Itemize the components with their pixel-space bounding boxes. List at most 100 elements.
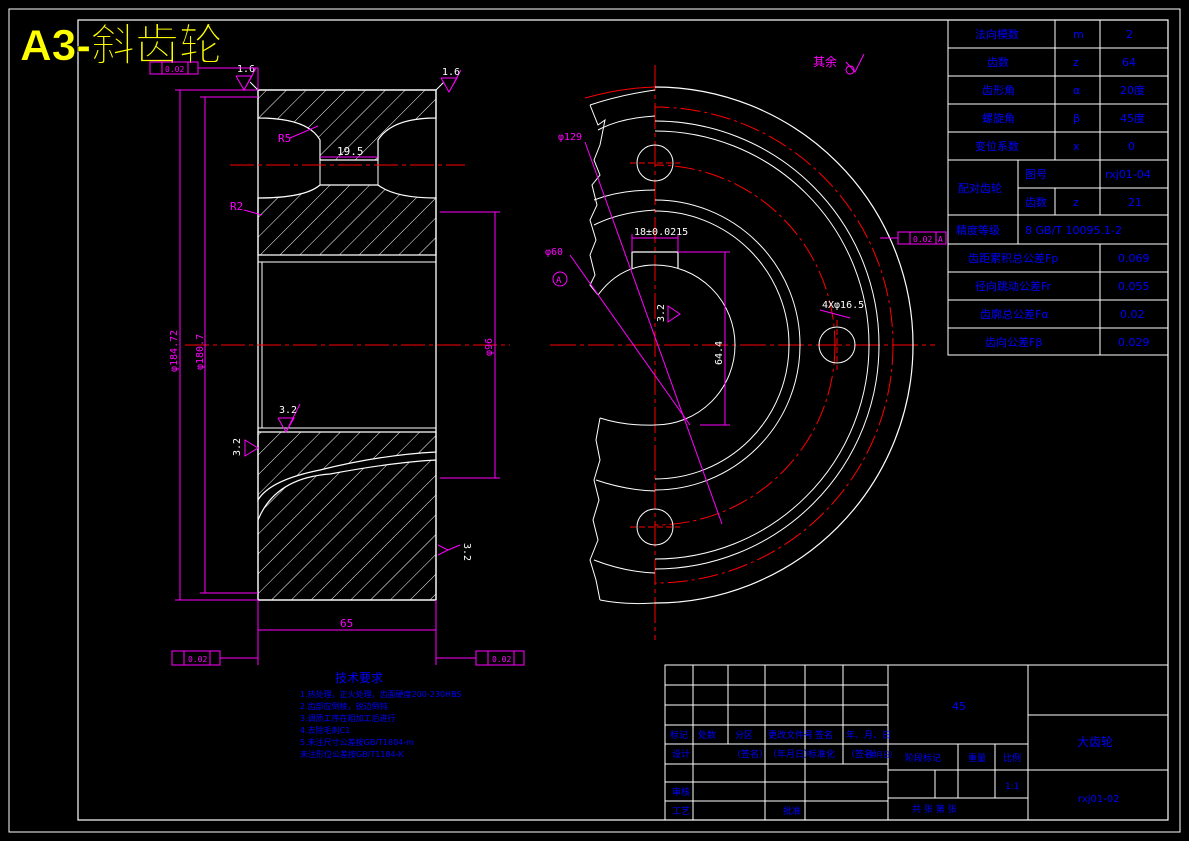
leader-r5: [289, 125, 319, 139]
tb-design: 设计: [672, 748, 690, 760]
tech-note-line: 1.热处理，正火处理，齿面硬度200-230HBS: [300, 689, 462, 699]
gear-parameter-table: [947, 19, 1169, 356]
title-block: [664, 664, 1169, 821]
hatch-bottom: [257, 459, 437, 601]
roughness-6: 3.2: [656, 304, 667, 322]
dim-holes: 4Xφ16.5: [822, 300, 864, 311]
tech-notes-title: 技术要求: [335, 671, 383, 685]
mating-drawing-label: 图号: [1025, 168, 1047, 181]
datum-a: A: [556, 276, 562, 286]
hole-right: [818, 326, 856, 364]
row-label: 螺旋角: [982, 111, 1015, 125]
fcf-right: [880, 231, 947, 245]
rim-left: [249, 81, 259, 91]
roughness-6-icon: [667, 305, 681, 323]
page-title: A3-斜齿轮: [20, 21, 223, 70]
tech-note-line: 4.去除毛刺C1: [300, 725, 350, 735]
outer-border: [8, 8, 1181, 833]
roughness-2: 1.6: [442, 67, 460, 78]
dim-keyway: 18±0.0215: [634, 227, 688, 238]
dim-face-width: 65: [340, 617, 353, 630]
hole-top: [636, 144, 674, 182]
root-circle: [655, 120, 880, 570]
tb-process: 工艺: [672, 806, 690, 817]
accuracy-label: 精度等级: [956, 223, 1000, 237]
dim-holes-leader: [819, 309, 851, 319]
tolerance-label: 齿向公差Fβ: [985, 335, 1042, 349]
hatch-low: [257, 431, 437, 503]
pitch-circle: [655, 106, 894, 584]
dim-root-dia: φ180.7: [195, 334, 206, 370]
accuracy-value: 8 GB/T 10095.1-2: [1025, 224, 1122, 237]
roughness-5: 3.2: [461, 543, 472, 561]
mating-teeth-value: 21: [1128, 196, 1142, 209]
row-value: 20度: [1120, 83, 1145, 97]
dim-bore-dia: φ96: [484, 338, 495, 356]
tb-review: 审核: [672, 786, 690, 798]
tech-note-line: 未注形位公差按GB/T1184-K: [300, 749, 405, 759]
tolerance-value: 0.069: [1118, 252, 1150, 265]
hub-outer: [655, 199, 801, 491]
dim-circle-dia: φ129: [558, 132, 582, 143]
tb-label: 标记: [670, 729, 688, 741]
row-symbol: m: [1073, 28, 1084, 41]
left-arc-outer2: [584, 86, 656, 99]
tech-note-line: 2.齿部应倒棱，锐边倒钝: [300, 701, 388, 711]
left-arc-e: [593, 559, 656, 574]
tb-design: （签名）: [846, 748, 882, 760]
hole-circle: [655, 164, 836, 526]
left-arc-bottom: [599, 599, 656, 605]
tb-scale-value: 1:1: [1005, 782, 1019, 792]
fcf-right-tol: 0.02: [913, 235, 932, 244]
dim-129-leader: [584, 141, 723, 525]
row-symbol: α: [1073, 84, 1080, 97]
roughness-2-icon: [440, 69, 462, 94]
tolerance-label: 径向跳动公差Fr: [975, 279, 1052, 293]
dim-key-depth: 64.4: [714, 341, 725, 365]
roughness-1-icon: [235, 67, 257, 92]
tb-label: 年、月、日: [846, 729, 891, 741]
keyway: [631, 251, 679, 268]
tb-label: 签名: [815, 729, 833, 741]
row-value: 45度: [1120, 111, 1145, 125]
tb-stage: 阶段标记: [905, 752, 941, 764]
tolerance-value: 0.02: [1120, 308, 1145, 321]
tb-design: 标准化: [808, 748, 835, 760]
material: 45: [952, 700, 966, 713]
tb-scale: 比例: [1003, 752, 1021, 764]
row-symbol: x: [1073, 140, 1080, 153]
row-label: 齿数: [987, 56, 1009, 69]
roughness-4: 3.2: [232, 438, 243, 456]
drawing-no: rxj01-02: [1078, 794, 1120, 805]
roughness-1: 1.6: [237, 64, 255, 75]
fcf-right-datum: A: [938, 235, 943, 244]
tolerance-label: 齿廓总公差Fα: [980, 307, 1049, 321]
row-value: 2: [1126, 28, 1133, 41]
dim-web-width: 19.5: [337, 145, 364, 158]
datum-a-circle: [552, 271, 568, 287]
left-arc-a: [597, 115, 656, 131]
rim-right: [435, 81, 445, 91]
mating-drawing-value: rxj01-04: [1105, 168, 1151, 181]
roughness-3-icon: [277, 403, 301, 434]
left-web-curve: [597, 264, 656, 296]
tb-design: （签名）: [732, 748, 768, 760]
ra-other-icon: [845, 53, 865, 75]
hatch-mid: [257, 184, 437, 256]
section-view: φ184.72 φ180.7 φ96 65 19.5 R5 R2 1.6 1.6…: [149, 61, 525, 666]
fcf-right-bottom: [436, 650, 525, 666]
leader-r2: [243, 209, 263, 216]
row-value: 64: [1122, 56, 1136, 69]
left-arc-d: [595, 479, 656, 492]
left-upper-break: [589, 104, 606, 296]
fcf-left-bottom-tol: 0.02: [188, 655, 207, 664]
front-view: φ129 φ60 A 18±0.0215 64.4 3.2 4Xφ16.5 0.…: [545, 53, 947, 640]
tolerance-label: 齿距累积总公差Fp: [968, 251, 1058, 265]
title-block-text: 45 大齿轮 rxj01-02 标记 处数 分区 更改文件号 签名 年、月、日 …: [670, 700, 1120, 817]
tolerance-value: 0.055: [1118, 280, 1150, 293]
left-arc-c: [593, 209, 656, 226]
left-web-curve2: [599, 417, 656, 426]
tb-design: （年月日）: [768, 748, 813, 760]
tech-note-line: 3.调质工序在粗加工后进行: [300, 713, 396, 723]
